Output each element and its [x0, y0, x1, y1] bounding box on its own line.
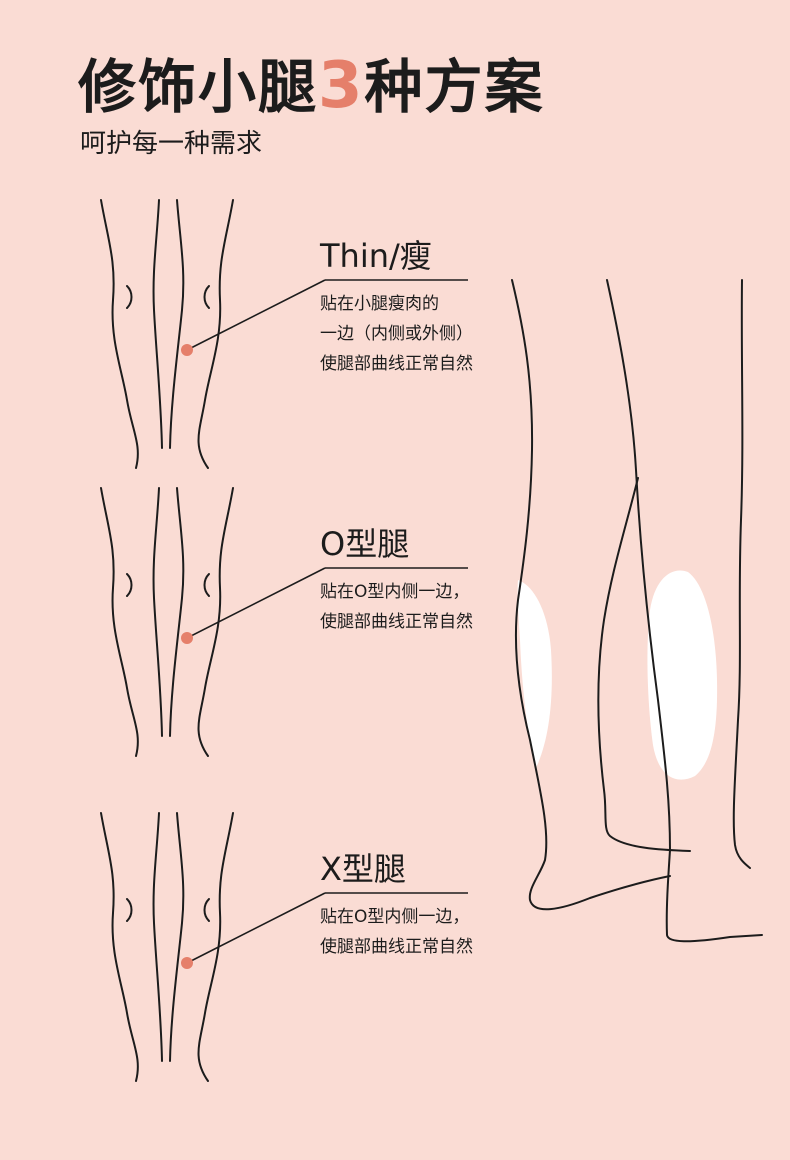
placement-dot-o	[181, 632, 193, 644]
desc-line: 贴在O型内侧一边，	[320, 907, 470, 927]
page-subtitle: 呵护每一种需求	[80, 129, 263, 159]
legs-illustration-x	[100, 812, 234, 1082]
section-desc-o: 贴在O型内侧一边， 使腿部曲线正常自然	[320, 577, 520, 637]
section-heading-o: O型腿	[320, 525, 410, 563]
legs-illustration-o	[100, 487, 234, 757]
placement-dot-thin	[181, 344, 193, 356]
section-desc-thin: 贴在小腿瘦肉的 一边（内侧或外侧） 使腿部曲线正常自然	[320, 289, 520, 379]
title-number: 3	[318, 49, 365, 123]
leader-thin	[181, 279, 468, 356]
calves-illustration	[511, 279, 763, 943]
desc-line: 一边（内侧或外侧）	[320, 324, 473, 344]
title-prefix: 修饰小腿	[78, 53, 319, 121]
legs-illustration-thin	[100, 199, 234, 469]
placement-dot-x	[181, 957, 193, 969]
section-heading-thin: Thin/瘦	[320, 237, 432, 275]
leader-o	[181, 567, 468, 644]
desc-line: 使腿部曲线正常自然	[320, 937, 473, 957]
desc-line: 贴在小腿瘦肉的	[320, 294, 439, 314]
patch-right	[647, 570, 718, 780]
desc-line: 贴在O型内侧一边，	[320, 582, 470, 602]
desc-line: 使腿部曲线正常自然	[320, 354, 473, 374]
page-title: 修饰小腿3种方案	[78, 48, 545, 125]
leader-x	[181, 892, 468, 969]
desc-line: 使腿部曲线正常自然	[320, 612, 473, 632]
section-desc-x: 贴在O型内侧一边， 使腿部曲线正常自然	[320, 902, 520, 962]
title-suffix: 种方案	[364, 53, 545, 121]
patch-left	[517, 580, 552, 768]
section-heading-x: X型腿	[320, 850, 406, 888]
